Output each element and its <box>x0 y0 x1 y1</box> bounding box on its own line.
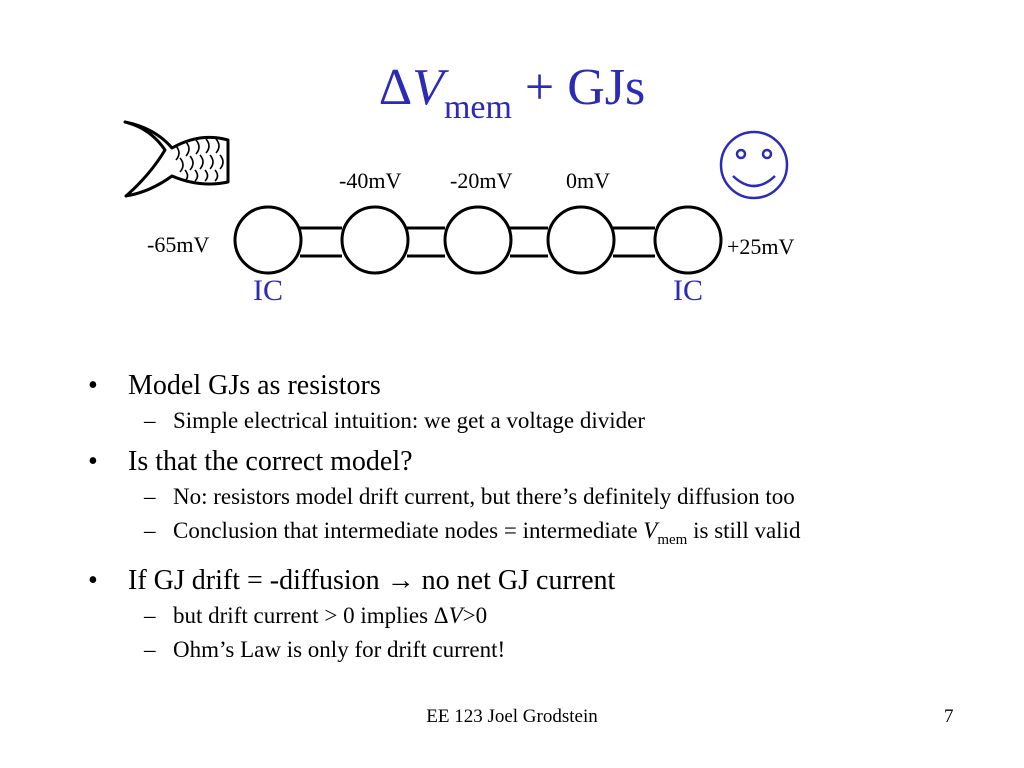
sub-bullet-item: – Ohm’s Law is only for drift current! <box>128 633 988 667</box>
slide-title: ΔVmem + GJs <box>0 62 1024 125</box>
smiley-face-icon <box>719 130 789 200</box>
bullet-text: If GJ drift = -diffusion → no net GJ cur… <box>128 565 616 596</box>
voltage-label-node2: -40mV <box>339 168 402 193</box>
sub-bullet-text-pre: Conclusion that intermediate nodes = int… <box>173 518 644 543</box>
bullet-list: • Model GJs as resistors – Simple electr… <box>88 362 988 667</box>
page-number: 7 <box>944 706 954 727</box>
footer-text: EE 123 Joel Grodstein <box>426 706 598 727</box>
title-v: V <box>412 59 444 116</box>
bullet-dot: • <box>88 565 98 596</box>
sub-bullet-dash: – <box>144 518 156 543</box>
sub-bullet-text: Simple electrical intuition: we get a vo… <box>173 408 645 433</box>
gap-junction-diagram <box>123 120 789 275</box>
bullet-text: Model GJs as resistors <box>128 370 381 401</box>
sub-bullet-dash: – <box>144 408 156 433</box>
bullet-item: • If GJ drift = -diffusion → no net GJ c… <box>88 563 988 667</box>
bullet-item: • Is that the correct model? – No: resis… <box>88 444 988 557</box>
voltage-label-node3: -20mV <box>450 168 513 193</box>
voltage-label-right: +25mV <box>727 234 795 259</box>
sub-bullet-item: – but drift current > 0 implies ΔV>0 <box>128 599 988 633</box>
cells <box>233 205 723 275</box>
sub-bullet-text: No: resistors model drift current, but t… <box>173 484 795 509</box>
sub-bullet-dash: – <box>144 637 156 662</box>
voltage-label-node4: 0mV <box>566 168 610 193</box>
title-delta: Δ <box>378 59 413 116</box>
junction-links <box>300 226 655 258</box>
sub-bullet-item: – No: resistors model drift current, but… <box>128 480 988 514</box>
sub-bullet-text: Ohm’s Law is only for drift current! <box>173 637 506 662</box>
variable-subscript: mem <box>657 532 688 548</box>
left-cell-label: IC <box>253 274 283 307</box>
sub-bullet-text-pre: but drift current > 0 implies Δ <box>173 603 449 628</box>
right-cell-label: IC <box>673 274 703 307</box>
title-subscript: mem <box>443 89 512 126</box>
sub-bullet-dash: – <box>144 484 156 509</box>
bullet-dot: • <box>88 446 98 477</box>
sub-bullet-item: – Conclusion that intermediate nodes = i… <box>128 514 988 557</box>
bullet-text: Is that the correct model? <box>128 446 413 477</box>
sub-bullet-text-post: is still valid <box>687 518 801 543</box>
variable-v: V <box>643 518 658 543</box>
voltage-label-left: -65mV <box>147 232 210 257</box>
fish-tail-icon <box>123 120 230 198</box>
variable-v: V <box>448 603 463 628</box>
bullet-item: • Model GJs as resistors – Simple electr… <box>88 368 988 438</box>
title-rest: + GJs <box>511 59 646 116</box>
sub-bullet-text-post: >0 <box>462 603 488 628</box>
sub-bullet-dash: – <box>144 603 156 628</box>
bullet-dot: • <box>88 370 98 401</box>
sub-bullet-item: – Simple electrical intuition: we get a … <box>128 404 988 438</box>
